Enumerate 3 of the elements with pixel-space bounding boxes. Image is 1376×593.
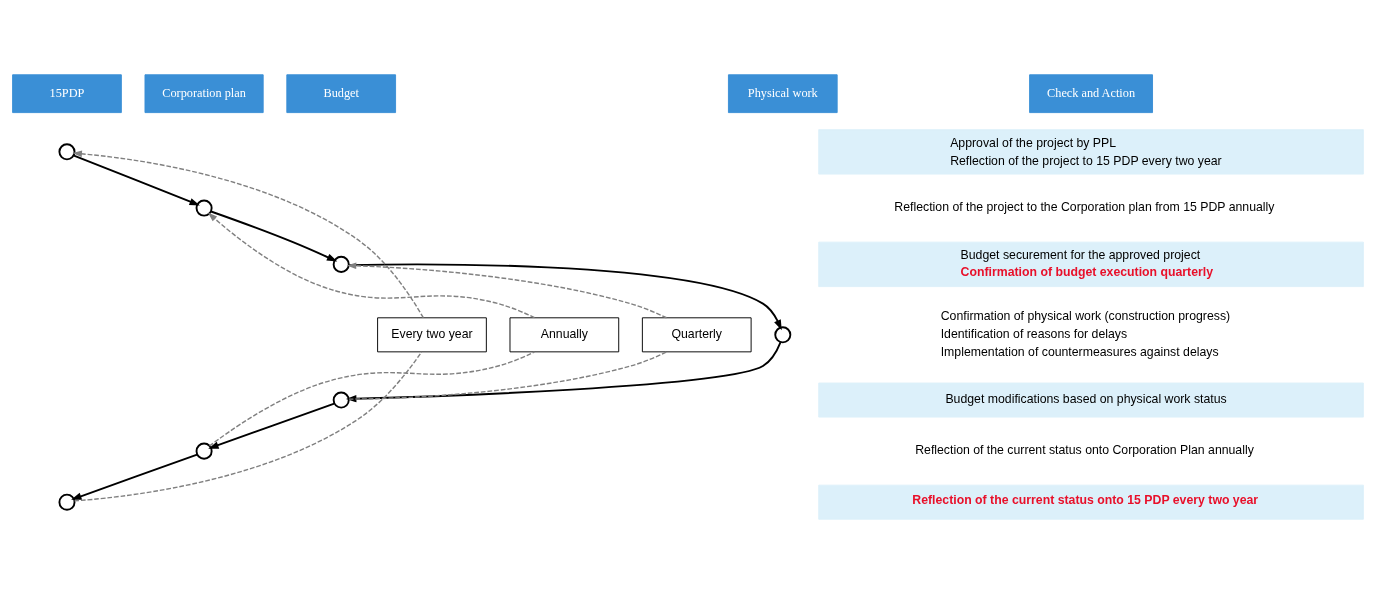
node-text: Reflection of the current status onto Corporation Plan annually — [915, 442, 1254, 457]
node-text: Reflection of the project to the Corporation plan from 15 PDP annually — [894, 199, 1275, 214]
node-text: Confirmation of physical work (construction progress) Identification of reasons for delays Implementation of countermeasures against delays — [940, 308, 1231, 359]
